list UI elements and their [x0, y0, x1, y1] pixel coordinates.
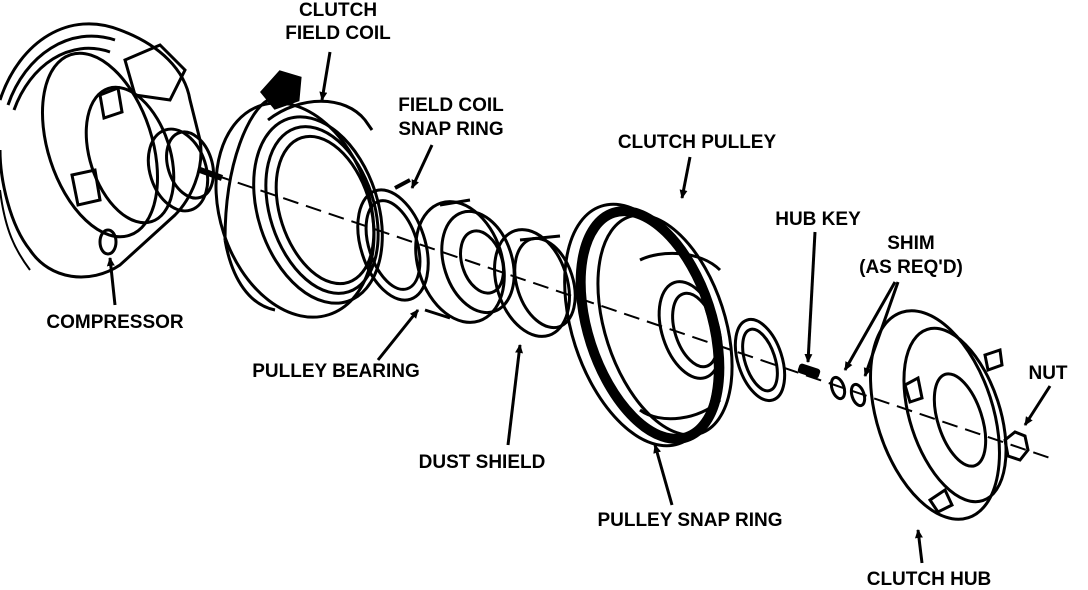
- field-coil-snap-ring-label-line1: FIELD COIL: [398, 95, 504, 116]
- center-axis: [214, 174, 1051, 459]
- pulley-bearing-part: [414, 198, 516, 324]
- clutch-hub-label: CLUTCH HUB: [867, 569, 992, 590]
- shim-label-line1: SHIM: [887, 233, 935, 254]
- clutch-pulley-part: [563, 202, 734, 448]
- hub-key-part: [797, 363, 821, 379]
- clutch-field-coil-label-line1: CLUTCH: [299, 0, 377, 21]
- nut-label: NUT: [1028, 363, 1067, 384]
- shim-label-line2: (AS REQ'D): [859, 257, 963, 278]
- leader-lines: [106, 51, 1052, 564]
- dust-shield-label: DUST SHIELD: [419, 452, 546, 473]
- compressor-label: COMPRESSOR: [46, 312, 184, 333]
- compressor-part: [0, 22, 224, 279]
- hub-key-label: HUB KEY: [775, 209, 861, 230]
- pulley-snap-ring-label: PULLEY SNAP RING: [597, 510, 782, 531]
- shim-part: [829, 375, 867, 408]
- clutch-hub-part: [869, 309, 1008, 521]
- pulley-bearing-label: PULLEY BEARING: [252, 361, 420, 382]
- clutch-field-coil-part: [214, 70, 384, 319]
- pulley-snap-ring-part: [733, 317, 787, 403]
- nut-part: [1003, 430, 1030, 462]
- clutch-field-coil-label-line2: FIELD COIL: [285, 23, 391, 44]
- clutch-pulley-label: CLUTCH PULLEY: [618, 132, 777, 153]
- field-coil-snap-ring-label-line2: SNAP RING: [398, 119, 503, 140]
